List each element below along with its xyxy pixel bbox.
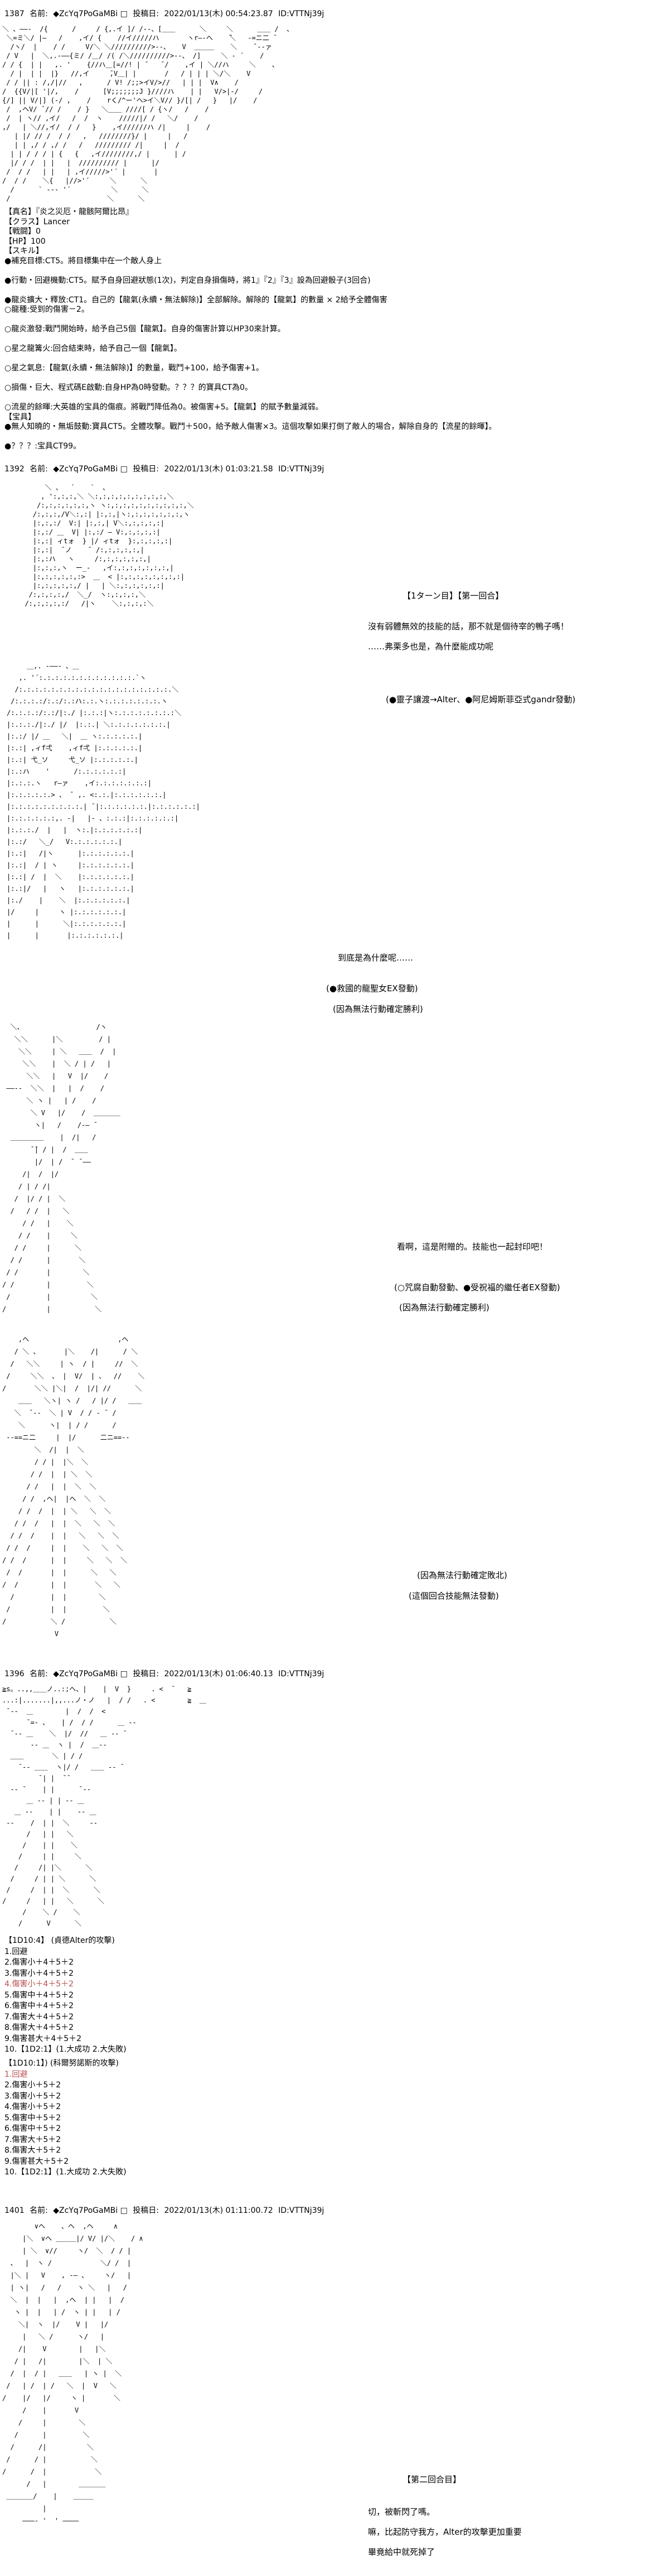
ascii-art-battle: ≧s。..,,＿＿ノ..:;ヘ、| | V } . < ̄ ≧ ...:|...…	[2, 1685, 206, 1927]
action-note: (這個回合技能無法發動)	[409, 1591, 499, 1601]
action-note: (●靈子讓渡→Alter、●阿尼姆斯菲亞式gandr發動)	[386, 694, 576, 705]
dice-option: 2.傷害小＋4＋5＋2	[4, 1958, 74, 1967]
dice-option-rolled: 1.回避	[4, 2070, 28, 2079]
ascii-art-portrait: ＼ 、 ´ ` 、 , ':,:,:,＼ ＼:,:,:,:,:,:,:,:,:,…	[25, 484, 194, 607]
name-label: 名前:	[30, 1670, 48, 1678]
date-label: 投稿日:	[133, 2206, 159, 2215]
dialogue-line: 到底是為什麼呢……	[338, 953, 414, 963]
ascii-art-scene2: ,ヘ ,ヘ / ＼ 、 |＼ /| / ＼ / ＼＼ | ヽ / | // ＼ …	[2, 1335, 145, 1638]
post-author: ◆ZcYq7PoGaMBi □	[53, 1670, 128, 1678]
dice-option: 4.傷害小＋5＋2	[4, 2102, 61, 2111]
dice-option: 1.回避	[4, 1947, 28, 1956]
post-id: ID:VTTNj39j	[278, 2206, 324, 2215]
dialogue-line: 看啊，這是附贈的。技能也一起封印吧！	[397, 1242, 548, 1252]
dice-option: 10.【1D2:1】(1.大成功 2.大失敗)	[4, 2168, 127, 2177]
post-datetime: 2022/01/13(木) 01:06:40.13	[164, 1670, 273, 1678]
dice-option: 9.傷害甚大＋5＋2	[4, 2157, 69, 2166]
post-id: ID:VTTNj39j	[278, 1670, 324, 1678]
action-note: (○咒腐自動發動、●受祝福的繼任者EX發動)	[394, 1282, 560, 1292]
post-id: ID:VTTNj39j	[278, 465, 324, 474]
dialogue-line: 切，被斬閃了嗎。	[368, 2507, 435, 2517]
post-id: ID:VTTNj39j	[278, 9, 324, 18]
name-label: 名前:	[30, 9, 48, 18]
post-header: 1392 名前: ◆ZcYq7PoGaMBi □ 投稿日: 2022/01/13…	[4, 463, 327, 474]
action-note: (因為無法行動確定勝利)	[399, 1303, 489, 1313]
dialogue-line: ……弗栗多也是，為什麼能成功呢	[368, 641, 494, 652]
post-datetime: 2022/01/13(木) 01:03:21.58	[164, 465, 273, 474]
post-number: 1387	[4, 9, 25, 18]
servant-sheet: 【真名】『炎之災厄・龍骸阿爾比昂』 【クラス】Lancer 【戦闘】0 【HP】…	[4, 208, 497, 451]
dice-option: 7.傷害大＋4＋5＋2	[4, 2012, 74, 2022]
turn-title: 【1ターン目】【第一回合】	[403, 591, 504, 601]
action-note: (因為無法行動確定勝利)	[333, 1004, 423, 1014]
dialogue-line: 沒有弱體無效的技能的話，那不就是個待宰的鴨子嗎！	[368, 621, 569, 631]
post-author: ◆ZcYq7PoGaMBi □	[53, 2206, 128, 2215]
action-note: (●救國的龍聖女EX發動)	[326, 983, 418, 993]
dice-option: 5.傷害中＋5＋2	[4, 2113, 61, 2122]
action-note: (因為無法行動確定敗北)	[417, 1570, 507, 1580]
dice-option: 7.傷害大＋5＋2	[4, 2135, 61, 2144]
dice-option: 8.傷害大＋5＋2	[4, 2146, 61, 2155]
post-datetime: 2022/01/13(木) 01:11:00.72	[164, 2206, 273, 2215]
dice-option: 10.【1D2:1】(1.大成功 2.大失敗)	[4, 2045, 127, 2054]
name-label: 名前:	[30, 2206, 48, 2215]
dice-option: 3.傷害小＋5＋2	[4, 2091, 61, 2101]
dice-roll-header: 【1D10:4】 (貞德Alter的攻擊)	[4, 1936, 115, 1945]
date-label: 投稿日:	[133, 9, 159, 18]
ascii-art-scene3: ∨ヘ 、ヘ ,ヘ ∧ |＼ ∨ヘ ＿＿＿|/ V/ |/＼ / ∧ | ＼ ∨/…	[2, 2222, 143, 2525]
post-header: 1387 名前: ◆ZcYq7PoGaMBi □ 投稿日: 2022/01/13…	[4, 8, 327, 19]
post-number: 1401	[4, 2206, 25, 2215]
date-label: 投稿日:	[133, 1670, 159, 1678]
dice-option-rolled: 4.傷害小＋4＋5＋2	[4, 1980, 74, 1989]
dice-option: 9.傷害甚大＋4＋5＋2	[4, 2034, 82, 2043]
dice-roll-cernunnos: 【1D10:1】) (科爾努諾斯的攻擊) 1.回避 2.傷害小＋5＋2 3.傷害…	[4, 2058, 127, 2178]
dice-roll-header: 【1D10:1】) (科爾努諾斯的攻擊)	[4, 2059, 119, 2068]
name-label: 名前:	[30, 465, 48, 474]
dice-option: 5.傷害中＋4＋5＋2	[4, 1990, 74, 2000]
turn-title: 【第二回合目】	[403, 2474, 462, 2485]
post-header: 1401 名前: ◆ZcYq7PoGaMBi □ 投稿日: 2022/01/13…	[4, 2204, 327, 2216]
dice-option: 2.傷害小＋5＋2	[4, 2081, 61, 2090]
post-number: 1392	[4, 465, 25, 474]
dialogue-line: 嘛，比起防守我方，Alter的攻擊更加重要	[368, 2527, 522, 2537]
post-number: 1396	[4, 1670, 25, 1678]
post-author: ◆ZcYq7PoGaMBi □	[53, 9, 128, 18]
post-datetime: 2022/01/13(木) 00:54:23.87	[164, 9, 273, 18]
ascii-art-girl: ＿,. -――- 、＿ ,. '´:.:.:.:.:.:.:.:.:.:.:.:…	[7, 662, 200, 939]
ascii-art-dragon: ＼ 、――- /{ / / {,.イ ]/ /--、[＿＿ ＼ ＼ ＿＿ / 、…	[2, 25, 294, 202]
dice-option: 6.傷害中＋5＋2	[4, 2124, 61, 2133]
post-header: 1396 名前: ◆ZcYq7PoGaMBi □ 投稿日: 2022/01/13…	[4, 1668, 327, 1679]
dice-roll-jalter: 【1D10:4】 (貞德Alter的攻擊) 1.回避 2.傷害小＋4＋5＋2 3…	[4, 1936, 127, 2056]
dice-option: 8.傷害大＋4＋5＋2	[4, 2023, 74, 2032]
dice-option: 3.傷害小＋4＋5＋2	[4, 1969, 74, 1978]
dialogue-line: 畢竟給中就死掉了	[368, 2547, 435, 2557]
dice-option: 6.傷害中＋4＋5＋2	[4, 2001, 74, 2010]
ascii-art-scene: ＼、 /ヽ ＼＼ |＼ / | ＼＼ | ＼ ＿＿ / | ＼＼ | ＼ / |…	[2, 1023, 120, 1313]
post-author: ◆ZcYq7PoGaMBi □	[53, 465, 128, 474]
date-label: 投稿日:	[133, 465, 159, 474]
